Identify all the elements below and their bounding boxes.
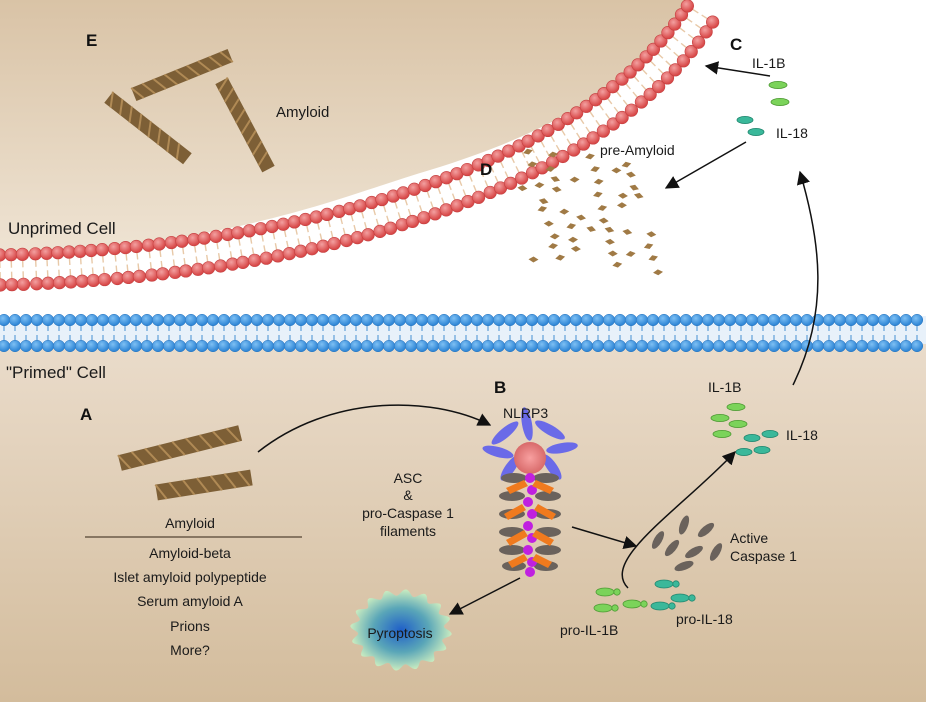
svg-text:filaments: filaments [380,523,436,539]
nlrp3-core [514,442,546,474]
arrow-il18-to-preamyloid [664,141,747,189]
unprimed-cell-label: Unprimed Cell [8,219,116,238]
amyloid-list-item: Serum amyloid A [137,593,243,609]
unprimed-cell-membrane [0,0,720,292]
il1b-label-mid: IL-1B [708,379,741,395]
panel-letter-a: A [80,405,92,424]
pyroptosis-cloud [350,589,452,671]
il1b-label-top: IL-1B [752,55,785,71]
pathway-arrows [257,61,819,615]
pro-il18-label: pro-IL-18 [676,611,733,627]
unprimed-cell-cytoplasm [0,0,690,258]
pre-amyloid-label: pre-Amyloid [600,142,675,158]
active-caspase-label-1: Active [730,530,768,546]
asc-caspase-label: ASC & pro-Caspase 1 filaments [362,470,454,539]
amyloid-list: Amyloid Amyloid-beta Islet amyloid polyp… [113,515,267,658]
arrow-mature-to-release [792,170,819,386]
amyloid-fibrils-primed [117,425,253,501]
pre-amyloid-particles [517,148,664,276]
il18-label-mid: IL-18 [786,427,818,443]
panel-letter-b: B [494,378,506,397]
arrow-amyloid-to-nlrp3 [257,404,492,453]
amyloid-label-top: Amyloid [276,104,329,121]
primed-cell-label: "Primed" Cell [6,363,106,382]
svg-text:&: & [403,487,413,503]
panel-letter-c: C [730,35,742,54]
arrow-inflammasome-to-pyroptosis [448,577,521,615]
arrow-release-out [704,61,771,77]
il18-label-top: IL-18 [776,125,808,141]
svg-text:pro-Caspase 1: pro-Caspase 1 [362,505,454,521]
mature-cytokines-released [736,81,790,136]
arrow-pro-to-mature [621,451,736,589]
panel-letter-e: E [86,31,97,50]
pro-il1b-label: pro-IL-1B [560,622,618,638]
primed-cell-membrane [0,313,926,353]
amyloid-list-item: Islet amyloid polypeptide [113,569,267,585]
amyloid-fibrils-top [104,49,275,173]
pro-cytokines [593,579,696,613]
pyroptosis-label: Pyroptosis [367,625,432,641]
panel-letter-d: D [480,160,492,179]
asc-caspase-filament [499,473,561,577]
primed-cell-cytoplasm [0,340,926,702]
amyloid-list-item: Amyloid-beta [149,545,231,561]
amyloid-list-heading: Amyloid [165,515,215,531]
svg-text:ASC: ASC [394,470,423,486]
nlrp3-receptor-arms [482,407,578,481]
mature-cytokines-primed [710,402,779,456]
amyloid-list-item: Prions [170,618,210,634]
active-caspase-label-2: Caspase 1 [730,548,797,564]
nlrp3-label: NLRP3 [503,405,548,421]
nlrp3-inflammasome [482,407,578,577]
amyloid-list-item: More? [170,642,210,658]
arrow-inflammasome-to-caspase [571,526,638,550]
active-caspase-1-particles [651,515,723,572]
